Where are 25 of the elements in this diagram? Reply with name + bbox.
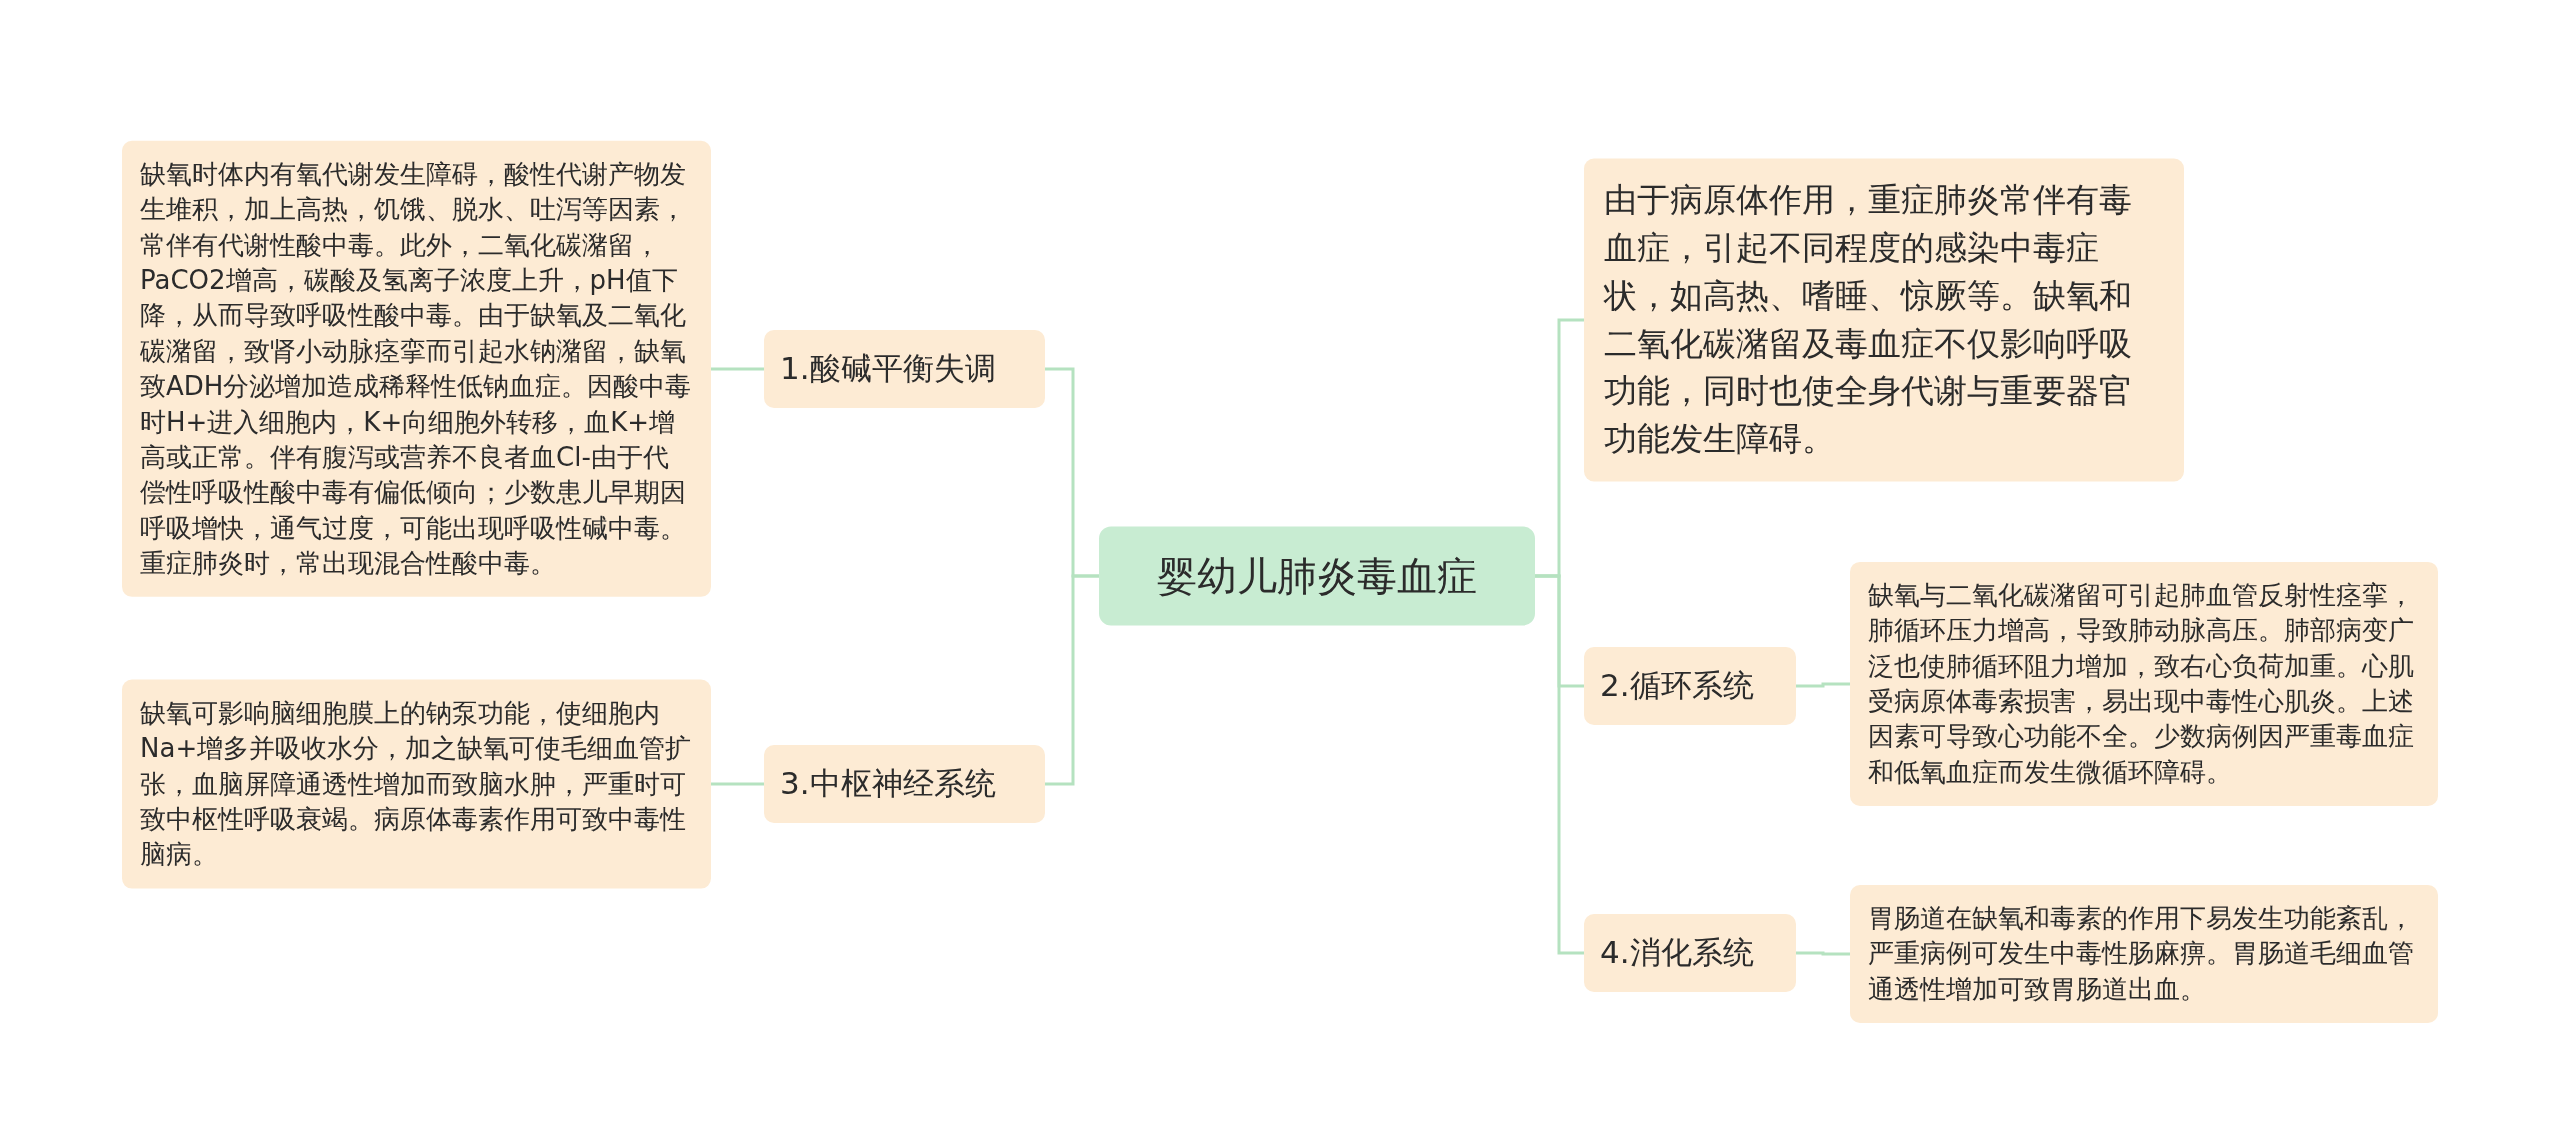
detail-card bbox=[122, 679, 711, 889]
branch-topic bbox=[764, 745, 1045, 823]
central-topic bbox=[1099, 526, 1535, 626]
topic-text: 胃肠道在缺氧和毒素的作用下易发生功能紊乱，严重病例可发生中毒性肠麻痹。胃肠道毛细血管通透性增加可致胃肠道出血。 bbox=[1868, 901, 2415, 1006]
connector-line bbox=[1796, 682, 1850, 688]
topic-text: 婴幼儿肺炎毒血症 bbox=[1156, 551, 1478, 601]
topic-text: 缺氧时体内有氧代谢发生障碍，酸性代谢产物发生堆积，加上高热，饥饿、脱水、吐泻等因素，常伴有代谢性酸中毒。此外，二氧化碳潴留，PaCO2增高，碳酸及氢离子浓度上升，pH值下降，从而导致呼吸性酸中毒。由于缺氧及二氧化碳潴留，致肾小动脉痉挛而引起水钠潴留，缺氧致ADH分泌增加造成稀释性低钠血症。因酸中毒时H+进入细胞内，K+向细胞外转移，血K+增高或正常。伴有腹泻或营养不良者血Cl-由于代偿性呼吸性酸中毒有偏低倾向；少数患儿早期因呼吸增快，通气过度，可能出现呼吸性碱中毒。重症肺炎时，常出现混合性酸中毒。 bbox=[140, 157, 693, 580]
branch-topic bbox=[764, 330, 1045, 408]
topic-text: 2.循环系统 bbox=[1600, 666, 1755, 705]
topic-text: 1.酸碱平衡失调 bbox=[780, 349, 997, 388]
topic-text: 由于病原体作用，重症肺炎常伴有毒血症，引起不同程度的感染中毒症状，如高热、嗜睡、惊厥等。缺氧和二氧化碳潴留及毒血症不仅影响呼吸功能，同时也使全身代谢与重要器官功能发生障碍。 bbox=[1604, 179, 2133, 461]
topic-text: 缺氧与二氧化碳潴留可引起肺血管反射性痉挛，肺循环压力增高，导致肺动脉高压。肺部病变广泛也使肺循环阻力增加，致右心负荷加重。心肌受病原体毒索损害，易出现中毒性心肌炎。上述因素可导致心功能不全。少数病例因严重毒血症和低氧血症而发生微循环障碍。 bbox=[1868, 578, 2415, 789]
topic-text: 3.中枢神经系统 bbox=[780, 764, 997, 803]
branch-topic bbox=[1584, 647, 1796, 725]
connector-line bbox=[711, 367, 764, 371]
detail-card bbox=[1584, 158, 2184, 482]
connector-line bbox=[1045, 574, 1099, 786]
detail-card bbox=[1850, 884, 2438, 1024]
connector-line bbox=[1796, 951, 1850, 956]
topic-text: 4.消化系统 bbox=[1600, 933, 1755, 972]
connector-line bbox=[1535, 574, 1584, 955]
branch-topic bbox=[1584, 914, 1796, 992]
connector-line bbox=[711, 782, 764, 786]
topic-text: 缺氧可影响脑细胞膜上的钠泵功能，使细胞内Na+增多并吸收水分，加之缺氧可使毛细血管扩张，血脑屏障通透性增加而致脑水肿，严重时可致中枢性呼吸衰竭。病原体毒素作用可致中毒性脑病。 bbox=[140, 696, 693, 872]
detail-card bbox=[1850, 561, 2438, 807]
